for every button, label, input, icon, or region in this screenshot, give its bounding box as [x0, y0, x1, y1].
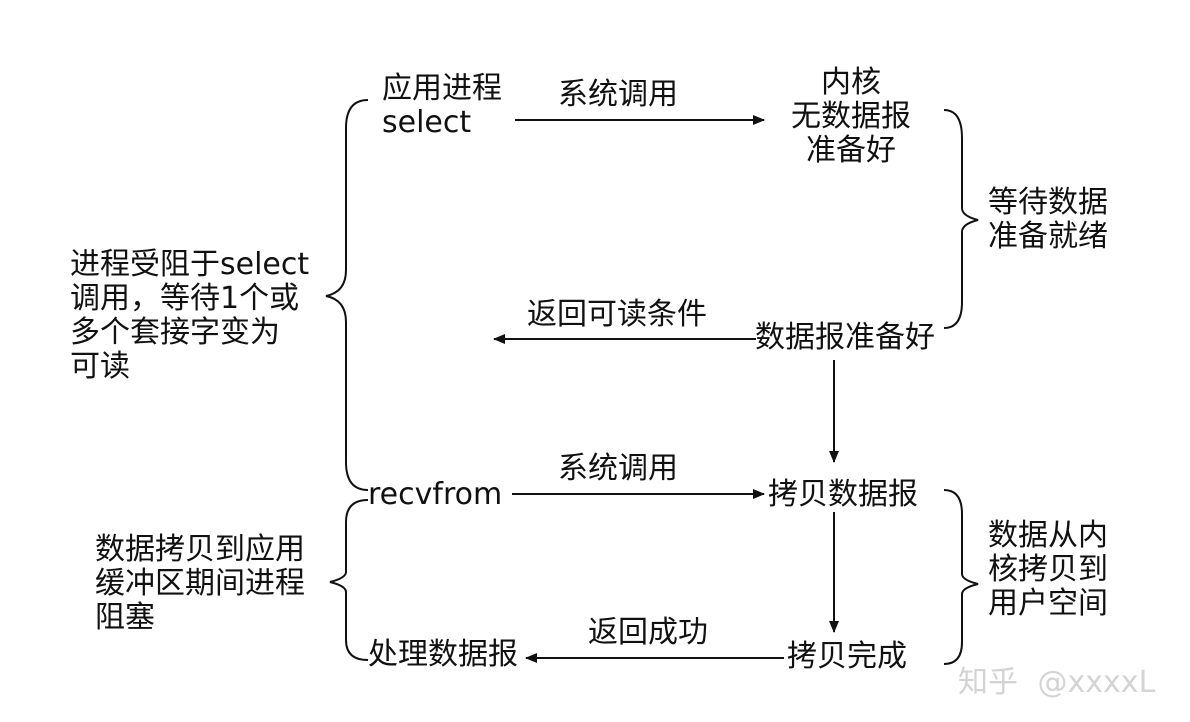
left-block-select: 进程受阻于select 调用，等待1个或 多个套接字变为 可读 [70, 248, 309, 384]
left-block-select-line: 多个套接字变为 [70, 315, 280, 350]
left-block-select-line: 可读 [70, 349, 130, 384]
copy-done-label: 拷贝完成 [787, 639, 907, 674]
left-block-select-line: 进程受阻于select [70, 247, 310, 282]
brace-left-copy [329, 499, 369, 661]
left-block-copy-line: 缓冲区期间进程 [95, 566, 305, 601]
watermark-site: 知乎 [958, 665, 1018, 700]
kernel-no-data-line: 准备好 [806, 133, 896, 168]
wait-data-ready-line: 等待数据 [988, 185, 1108, 220]
brace-right-wait [943, 109, 979, 329]
return-success-label: 返回成功 [588, 615, 708, 650]
copy-kernel-to-user-label: 数据从内 核拷贝到 用户空间 [988, 519, 1108, 621]
copy-kernel-to-user-line: 核拷贝到 [988, 552, 1108, 587]
left-block-copy-line: 数据拷贝到应用 [95, 532, 305, 567]
datagram-ready-label: 数据报准备好 [755, 320, 935, 355]
process-datagram-label: 处理数据报 [368, 637, 518, 672]
copy-kernel-to-user-line: 数据从内 [988, 518, 1108, 553]
wait-data-ready-label: 等待数据 准备就绪 [988, 186, 1108, 254]
brace-left-select [325, 99, 369, 491]
kernel-no-data-label: 内核 无数据报 准备好 [776, 66, 926, 168]
app-process-line: 应用进程 [382, 71, 502, 106]
wait-data-ready-line: 准备就绪 [988, 219, 1108, 254]
recvfrom-label: recvfrom [368, 477, 503, 512]
brace-right-copy [943, 489, 979, 665]
left-block-copy: 数据拷贝到应用 缓冲区期间进程 阻塞 [95, 533, 305, 635]
app-process-line: select [382, 105, 472, 140]
return-readable-label: 返回可读条件 [527, 297, 707, 332]
syscall-label-1: 系统调用 [558, 77, 678, 112]
watermark-user: @xxxxL [1037, 665, 1156, 700]
watermark: 知乎 @xxxxL [958, 657, 1155, 701]
left-block-select-line: 调用，等待1个或 [70, 281, 300, 316]
copy-kernel-to-user-line: 用户空间 [988, 586, 1108, 621]
kernel-no-data-line: 无数据报 [791, 99, 911, 134]
app-process-label: 应用进程 select [382, 72, 502, 140]
left-block-copy-line: 阻塞 [95, 600, 155, 635]
syscall-label-2: 系统调用 [558, 451, 678, 486]
kernel-no-data-line: 内核 [821, 65, 881, 100]
copy-datagram-label: 拷贝数据报 [768, 477, 918, 512]
